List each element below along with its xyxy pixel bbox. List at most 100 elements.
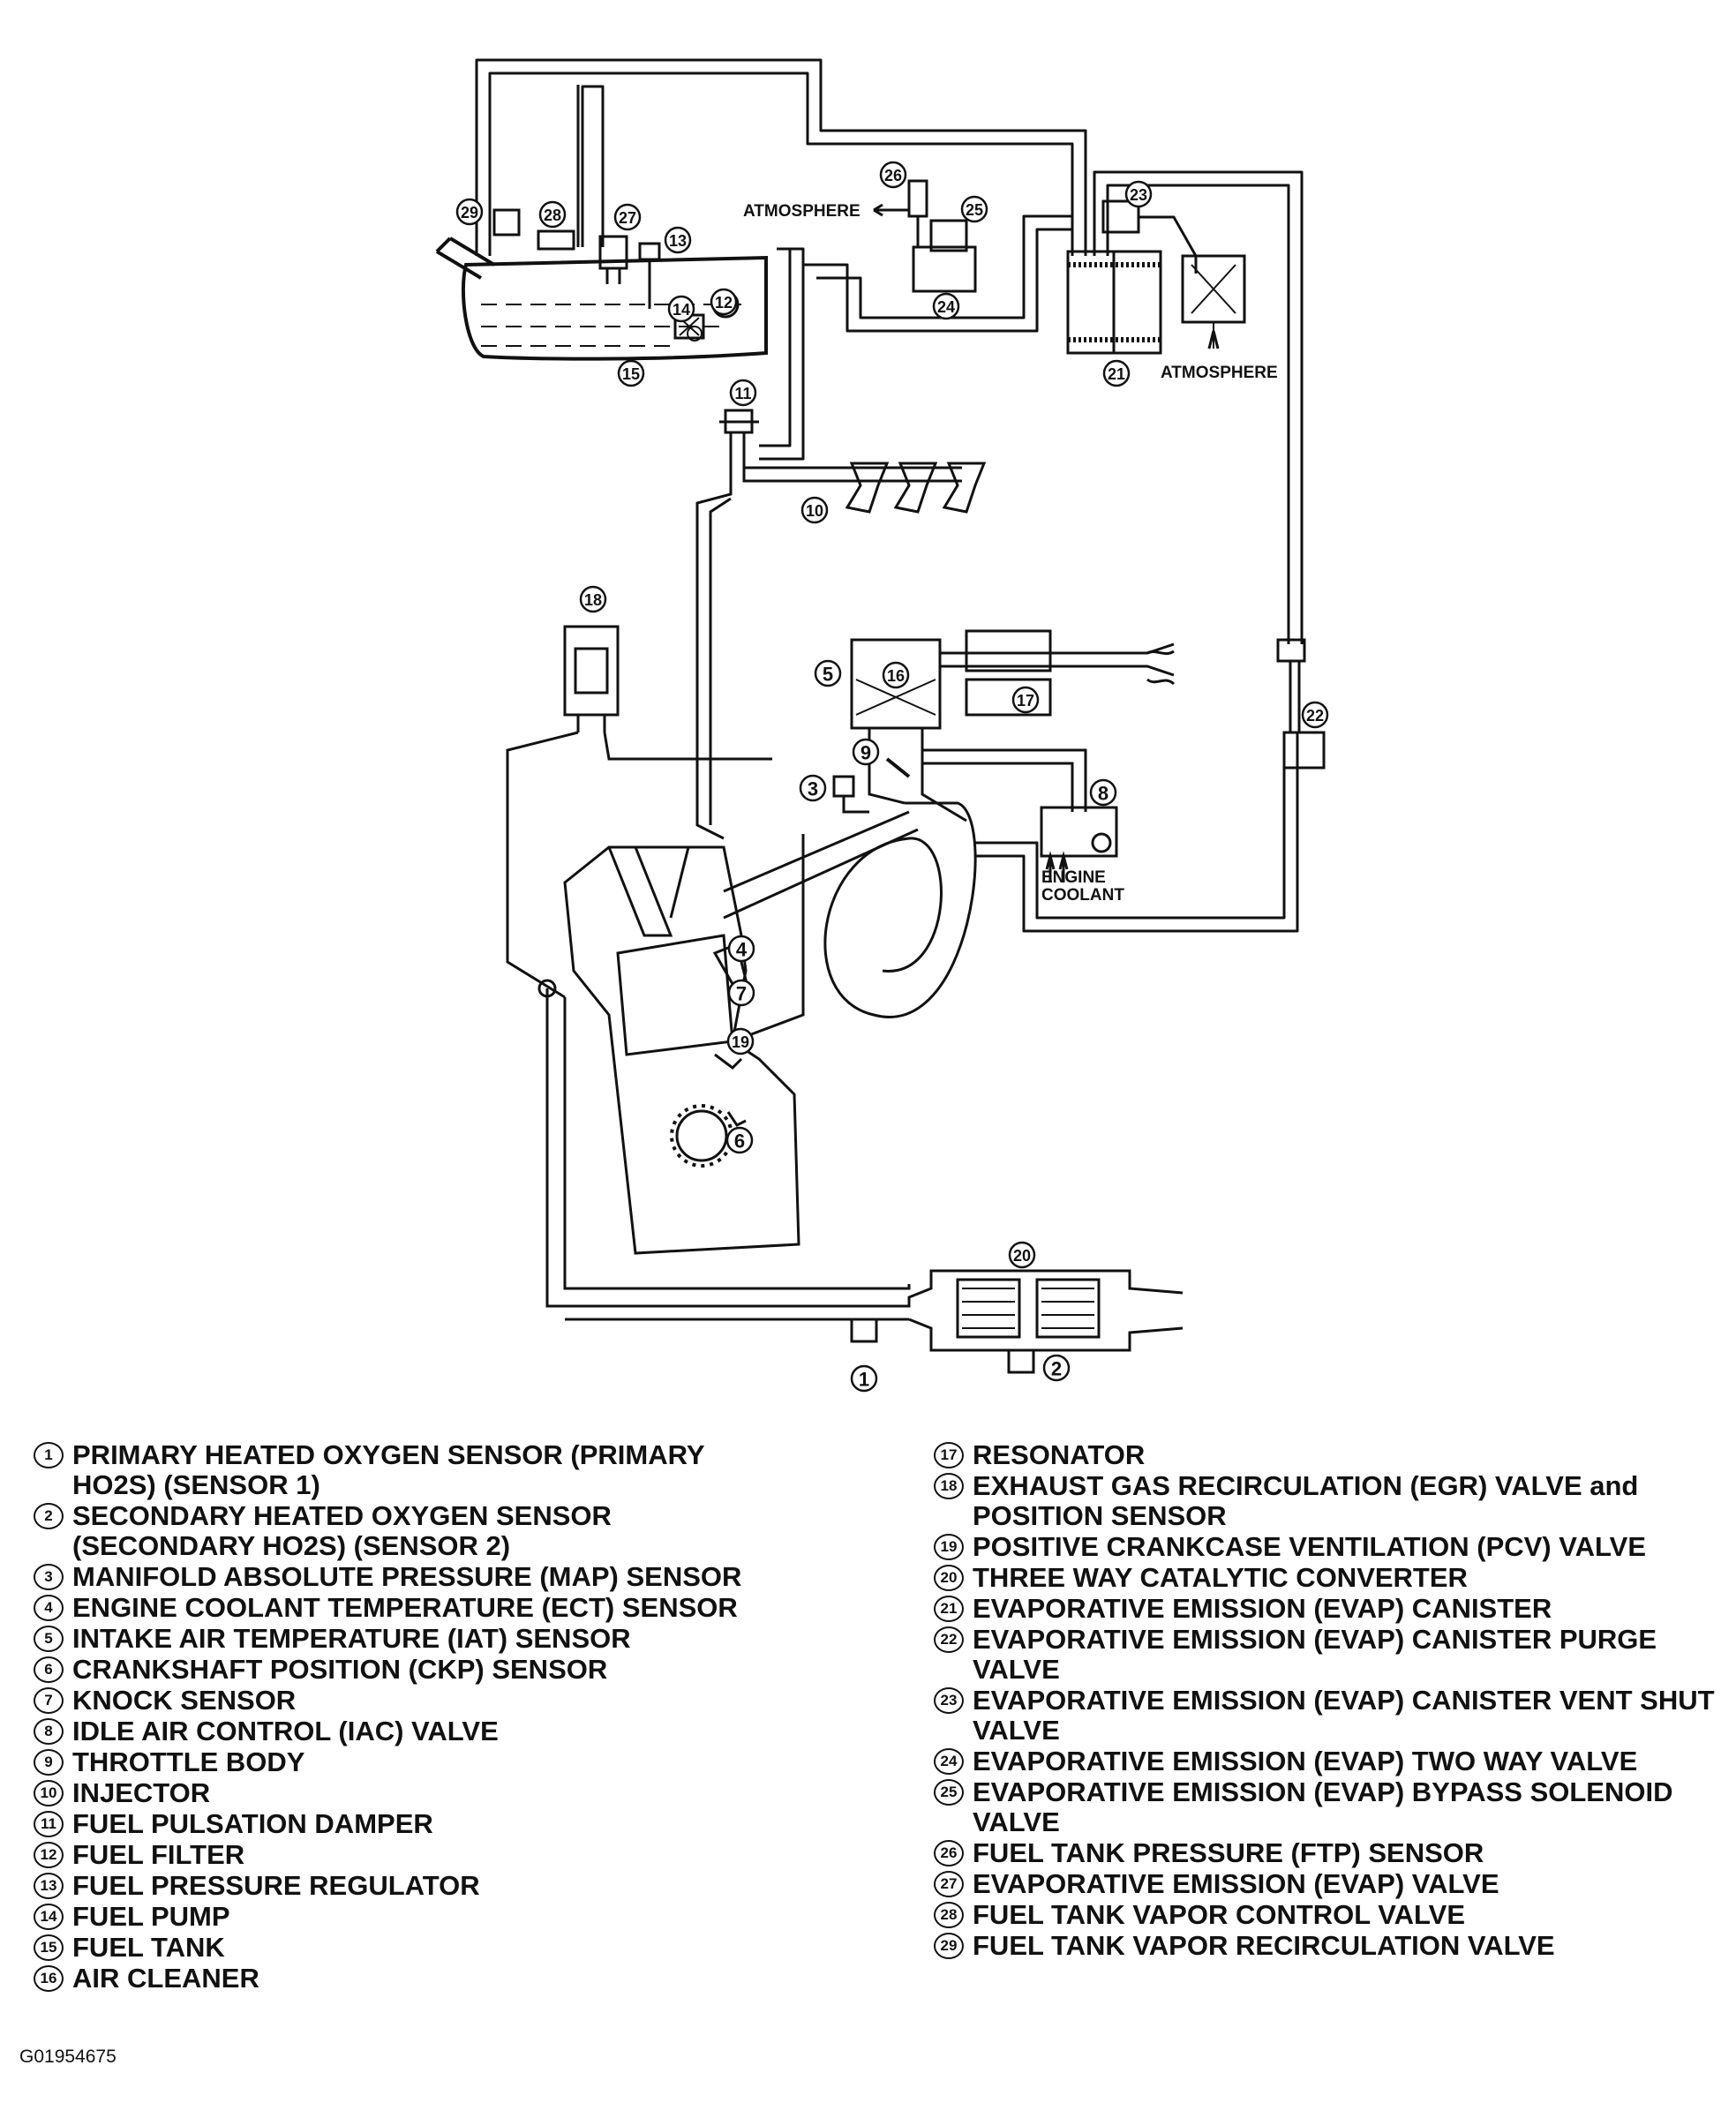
intake-system [832,629,1176,883]
legend-label: CRANKSHAFT POSITION (CKP) SENSOR [72,1654,608,1685]
svg-text:11: 11 [734,385,751,402]
legend-number: 9 [34,1749,64,1776]
svg-text:20: 20 [1013,1247,1031,1265]
legend-number: 16 [34,1965,64,1992]
callout-5 [814,659,842,687]
legend-label: EVAPORATIVE EMISSION (EVAP) TWO WAY VALV… [973,1746,1638,1776]
legend-item: 24 EVAPORATIVE EMISSION (EVAP) TWO WAY VA… [934,1746,1728,1776]
atmosphere-label-right: ATMOSPHERE [1161,364,1278,382]
callout-13 [664,226,692,254]
legend-label: THREE WAY CATALYTIC CONVERTER [973,1562,1468,1593]
callout-28 [538,200,567,229]
evap-valve-group [873,179,977,293]
intake-manifold [723,801,977,1043]
svg-text:8: 8 [1098,783,1108,805]
callout-12 [710,288,738,316]
evap-hoses [475,58,1304,933]
svg-text:18: 18 [584,591,602,609]
svg-text:7: 7 [736,983,747,1005]
exhaust-system [537,979,1184,1374]
legend-item: 2 SECONDARY HEATED OXYGEN SENSOR (SECONDA… [34,1501,793,1561]
svg-text:22: 22 [1306,707,1324,725]
callout-4 [727,935,755,963]
callout-22 [1301,701,1329,729]
svg-text:4: 4 [736,939,748,961]
emissions-system-diagram: 1 2 3 4 5 6 7 8 9 10 11 12 13 14 15 16 1… [435,58,1329,1393]
svg-text:6: 6 [734,1130,745,1153]
legend-number: 26 [934,1840,964,1866]
atmosphere-label-top: ATMOSPHERE [743,202,860,221]
legend-number: 13 [34,1873,64,1899]
legend-number: 10 [34,1780,64,1806]
callout-11 [729,379,757,407]
callout-3 [799,774,827,802]
callout-10 [800,496,829,524]
svg-text:21: 21 [1108,365,1125,383]
legend-number: 12 [34,1842,64,1868]
legend-label: KNOCK SENSOR [72,1685,297,1716]
legend-number: 1 [34,1442,64,1468]
figure-id: G01954675 [19,2047,116,2067]
svg-text:16: 16 [887,667,905,685]
legend-number: 4 [34,1595,64,1621]
svg-text:19: 19 [732,1033,749,1051]
svg-text:9: 9 [860,742,871,764]
callout-8 [1089,778,1117,807]
legend-label: FUEL FILTER [72,1839,245,1870]
callout-labels: 1 2 3 4 5 6 7 8 9 10 11 12 13 14 15 16 1… [461,167,1324,1391]
svg-text:12: 12 [715,294,733,312]
legend-number: 24 [934,1748,964,1775]
svg-text:23: 23 [1130,186,1147,204]
legend-number: 3 [34,1564,64,1590]
legend-number: 18 [934,1473,964,1499]
legend-label: MANIFOLD ABSOLUTE PRESSURE (MAP) SENSOR [72,1561,742,1592]
callout-18 [579,585,607,613]
legend-number: 15 [34,1934,64,1961]
svg-text:26: 26 [884,167,902,184]
legend-label: EVAPORATIVE EMISSION (EVAP) CANISTER VEN… [973,1685,1715,1746]
svg-text:29: 29 [461,204,478,222]
purge-valve [1276,638,1326,770]
tank-valves [492,208,661,309]
svg-text:13: 13 [669,232,687,250]
callout-20 [1008,1241,1036,1269]
injector-3 [942,462,987,514]
legend-number: 2 [34,1503,64,1529]
legend-number: 29 [934,1933,964,1959]
legend-label: EVAPORATIVE EMISSION (EVAP) CANISTER [973,1593,1552,1624]
legend-number: 11 [34,1811,64,1837]
injector-2 [893,462,938,514]
svg-text:2: 2 [1051,1358,1062,1380]
legend-number: 7 [34,1687,64,1714]
legend-label: EVAPORATIVE EMISSION (EVAP) BYPASS SOLEN… [973,1776,1673,1837]
legend-label: THROTTLE BODY [72,1746,305,1777]
legend-item: 7 KNOCK SENSOR [34,1686,793,1716]
damper-injectors [719,409,987,514]
svg-text:14: 14 [673,301,690,319]
legend-number: 5 [34,1626,64,1652]
engine-coolant-label-1: ENGINE [1041,868,1106,887]
legend-label: POSITIVE CRANKCASE VENTILATION (PCV) VAL… [973,1531,1646,1562]
svg-text:27: 27 [619,209,636,227]
legend-number: 20 [934,1565,964,1591]
callout-1 [850,1364,878,1393]
legend-label: SECONDARY HEATED OXYGEN SENSOR (SECONDAR… [72,1500,612,1561]
callout-2 [1042,1354,1071,1382]
legend-label: FUEL PULSATION DAMPER [72,1808,433,1839]
callout-27 [613,203,642,231]
callouts [455,161,1329,1393]
legend-item: 3 MANIFOLD ABSOLUTE PRESSURE (MAP) SENSOR [34,1562,793,1592]
